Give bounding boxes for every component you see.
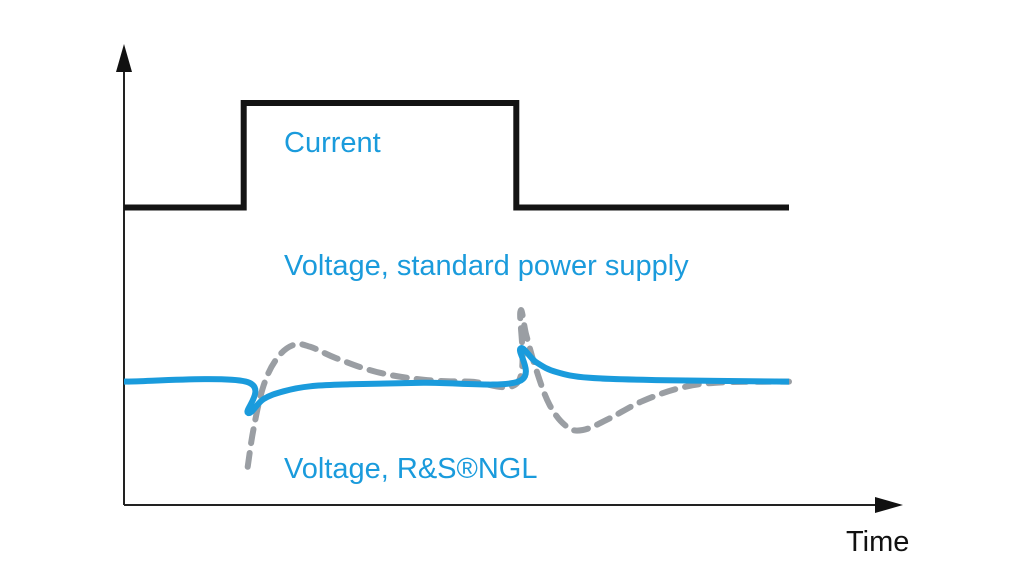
x-axis-label: Time bbox=[846, 526, 909, 558]
annotation-standard-supply: Voltage, standard power supply bbox=[284, 250, 689, 282]
y-axis-arrow-icon bbox=[116, 44, 132, 72]
current-line bbox=[124, 100, 789, 211]
annotation-ngl: Voltage, R&S®NGL bbox=[284, 453, 538, 485]
annotation-current: Current bbox=[284, 127, 381, 159]
voltage-ngl-line bbox=[123, 345, 790, 417]
voltage-standard-line bbox=[244, 307, 792, 470]
x-axis-arrow-icon bbox=[875, 497, 903, 513]
series-layer bbox=[123, 100, 792, 470]
